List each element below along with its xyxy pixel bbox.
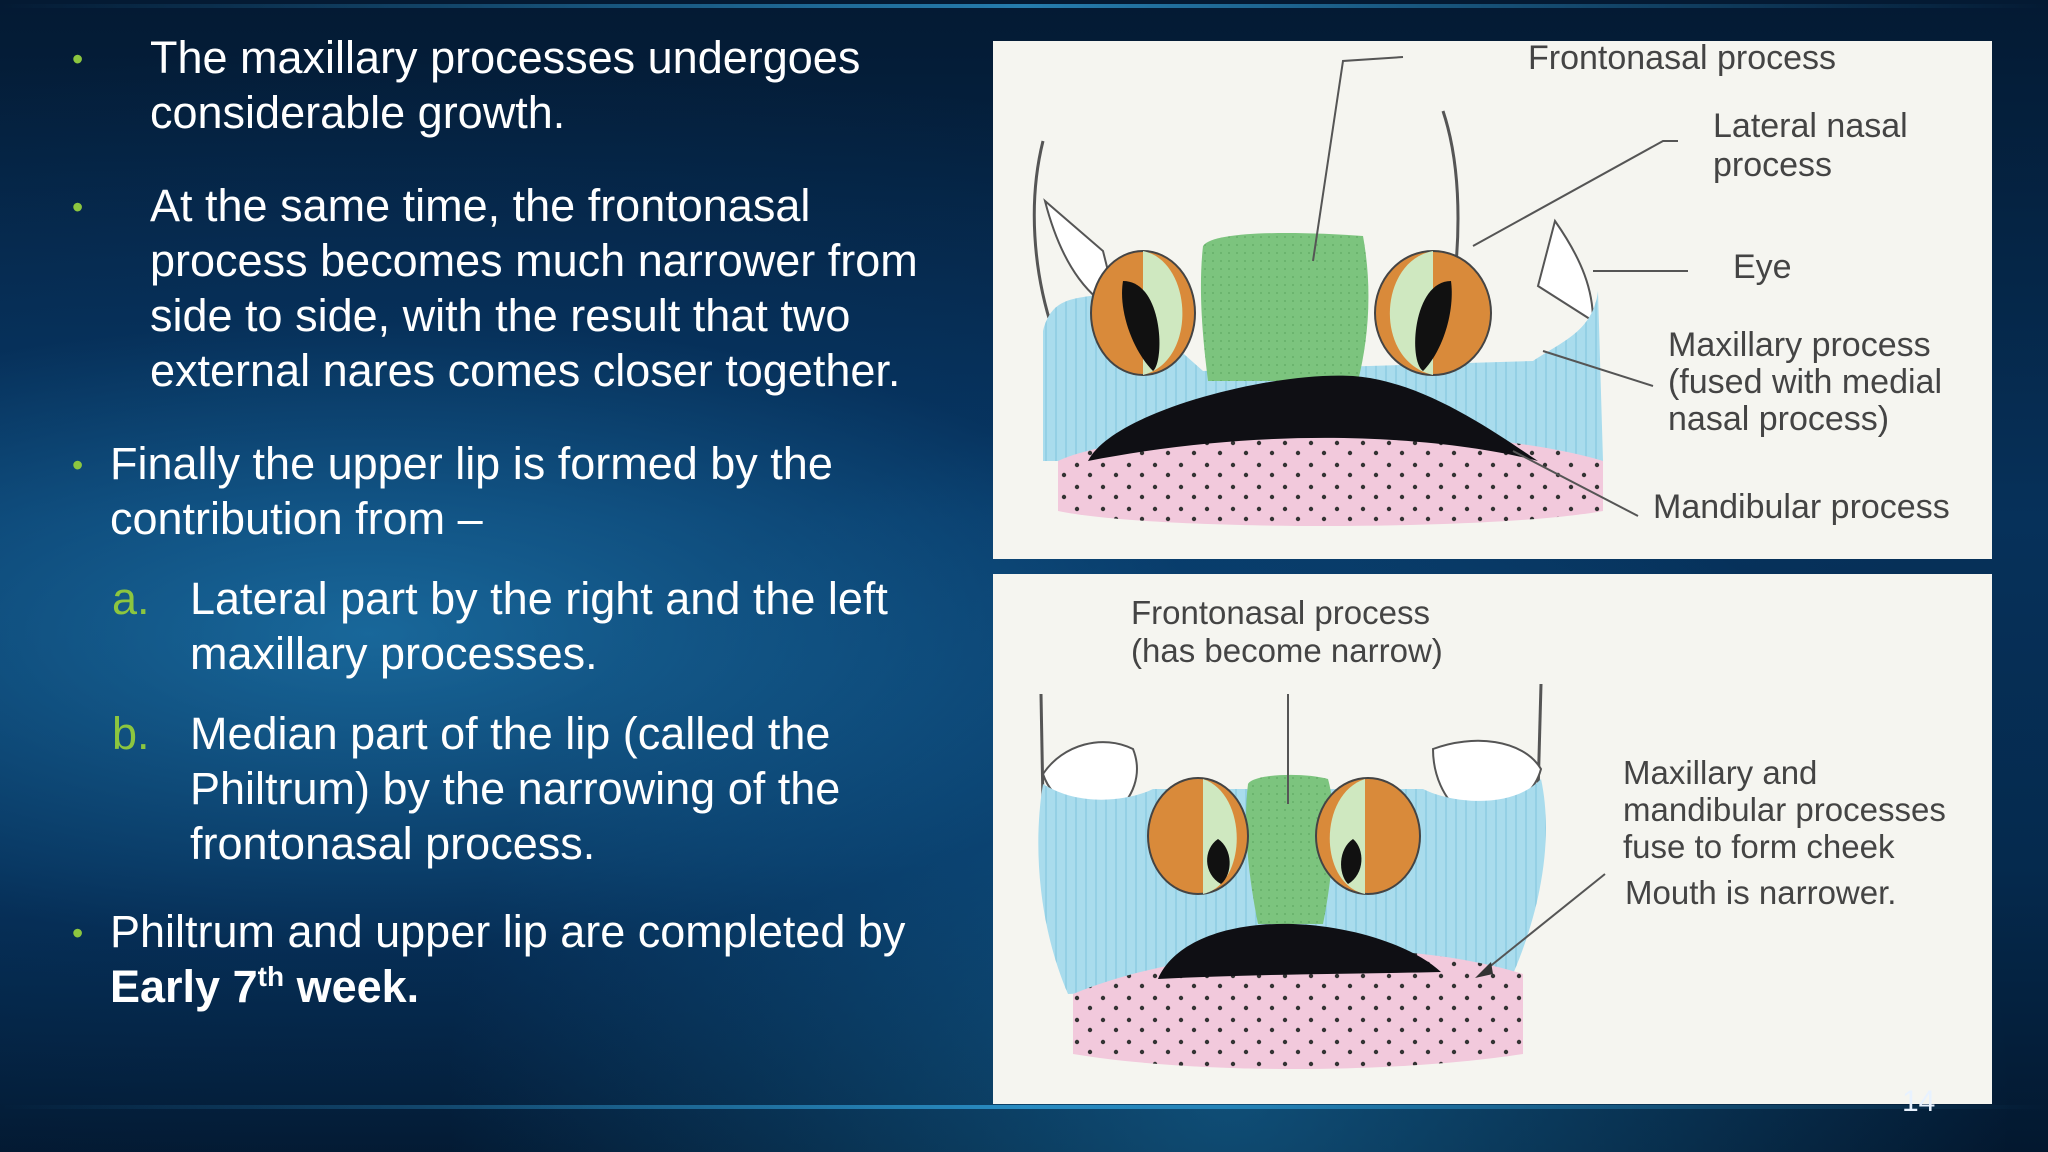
bullet-text: The maxillary processes undergoes consid…	[150, 32, 861, 138]
bullet-text-superscript: th	[257, 961, 285, 992]
bullet-text: Philtrum and upper lip are completed by …	[110, 904, 970, 1014]
label-lateral-nasal-1: Lateral nasal	[1713, 107, 1908, 145]
sub-list-text: Lateral part by the right and the left m…	[190, 573, 888, 679]
bullet-text: At the same time, the frontonasal proces…	[150, 180, 918, 396]
label-mouth-narrower: Mouth is narrower.	[1625, 874, 1896, 911]
label-cheek-2: mandibular processes	[1623, 791, 1946, 828]
label-cheek-3: fuse to form cheek	[1623, 828, 1895, 865]
label-maxillary-2: (fused with medial	[1668, 363, 1942, 401]
bullet-text: Finally the upper lip is formed by the c…	[110, 438, 833, 544]
slide-page-number: 14	[1902, 1085, 1936, 1118]
frontonasal-narrow-region	[1246, 774, 1334, 924]
mandibular-process-region	[1058, 431, 1603, 526]
label-frontonasal-process: Frontonasal process	[1528, 41, 1836, 77]
label-mandibular-process: Mandibular process	[1653, 488, 1950, 526]
stomodeum-mouth	[1088, 375, 1538, 461]
bullet-marker: •	[72, 41, 84, 77]
label-lateral-nasal-2: process	[1713, 146, 1832, 184]
bullet-marker: •	[72, 447, 84, 483]
sub-list-item: b. Median part of the lip (called the Ph…	[70, 706, 970, 871]
bullet-item: • At the same time, the frontonasal proc…	[70, 178, 970, 398]
sub-list-marker: a.	[112, 573, 150, 624]
bullet-marker: •	[72, 189, 84, 225]
sub-list-item: a. Lateral part by the right and the lef…	[70, 571, 970, 681]
bullet-item: • The maxillary processes undergoes cons…	[70, 30, 970, 140]
top-light-streak	[0, 4, 2048, 8]
sub-list-text: Median part of the lip (called the Philt…	[190, 708, 841, 869]
label-cheek-1: Maxillary and	[1623, 754, 1817, 791]
frontonasal-process-region	[1200, 233, 1369, 381]
bullet-text-plain: Philtrum and upper lip are completed by	[110, 906, 906, 957]
bullet-text-bold: Early 7	[110, 961, 258, 1012]
figure-bottom-upper-lip-stage: Frontonasal process (has become narrow) …	[993, 574, 1992, 1104]
label-frontonasal-1: Frontonasal process	[1131, 594, 1430, 631]
bullet-item: • Philtrum and upper lip are completed b…	[70, 904, 970, 1014]
bottom-light-streak	[0, 1105, 2048, 1109]
bullet-item: • Finally the upper lip is formed by the…	[70, 436, 970, 546]
figure-top-frontonasal-stage: Frontonasal process Lateral nasal proces…	[993, 41, 1992, 559]
label-maxillary-3: nasal process)	[1668, 400, 1889, 438]
label-eye: Eye	[1733, 248, 1792, 286]
face-diagram-top: Frontonasal process Lateral nasal proces…	[1032, 41, 1950, 526]
face-diagram-bottom: Frontonasal process (has become narrow) …	[1038, 594, 1946, 1069]
bullet-text-bold-end: week.	[284, 961, 420, 1012]
bullet-list: • The maxillary processes undergoes cons…	[70, 30, 970, 1014]
head-outline-left	[1032, 140, 1055, 332]
lower-jaw-region	[1073, 949, 1523, 1069]
bullet-marker: •	[72, 915, 84, 951]
narrowed-mouth	[1158, 923, 1441, 979]
sub-list-marker: b.	[112, 708, 150, 759]
label-maxillary-1: Maxillary process	[1668, 326, 1931, 364]
label-frontonasal-2: (has become narrow)	[1131, 632, 1443, 669]
